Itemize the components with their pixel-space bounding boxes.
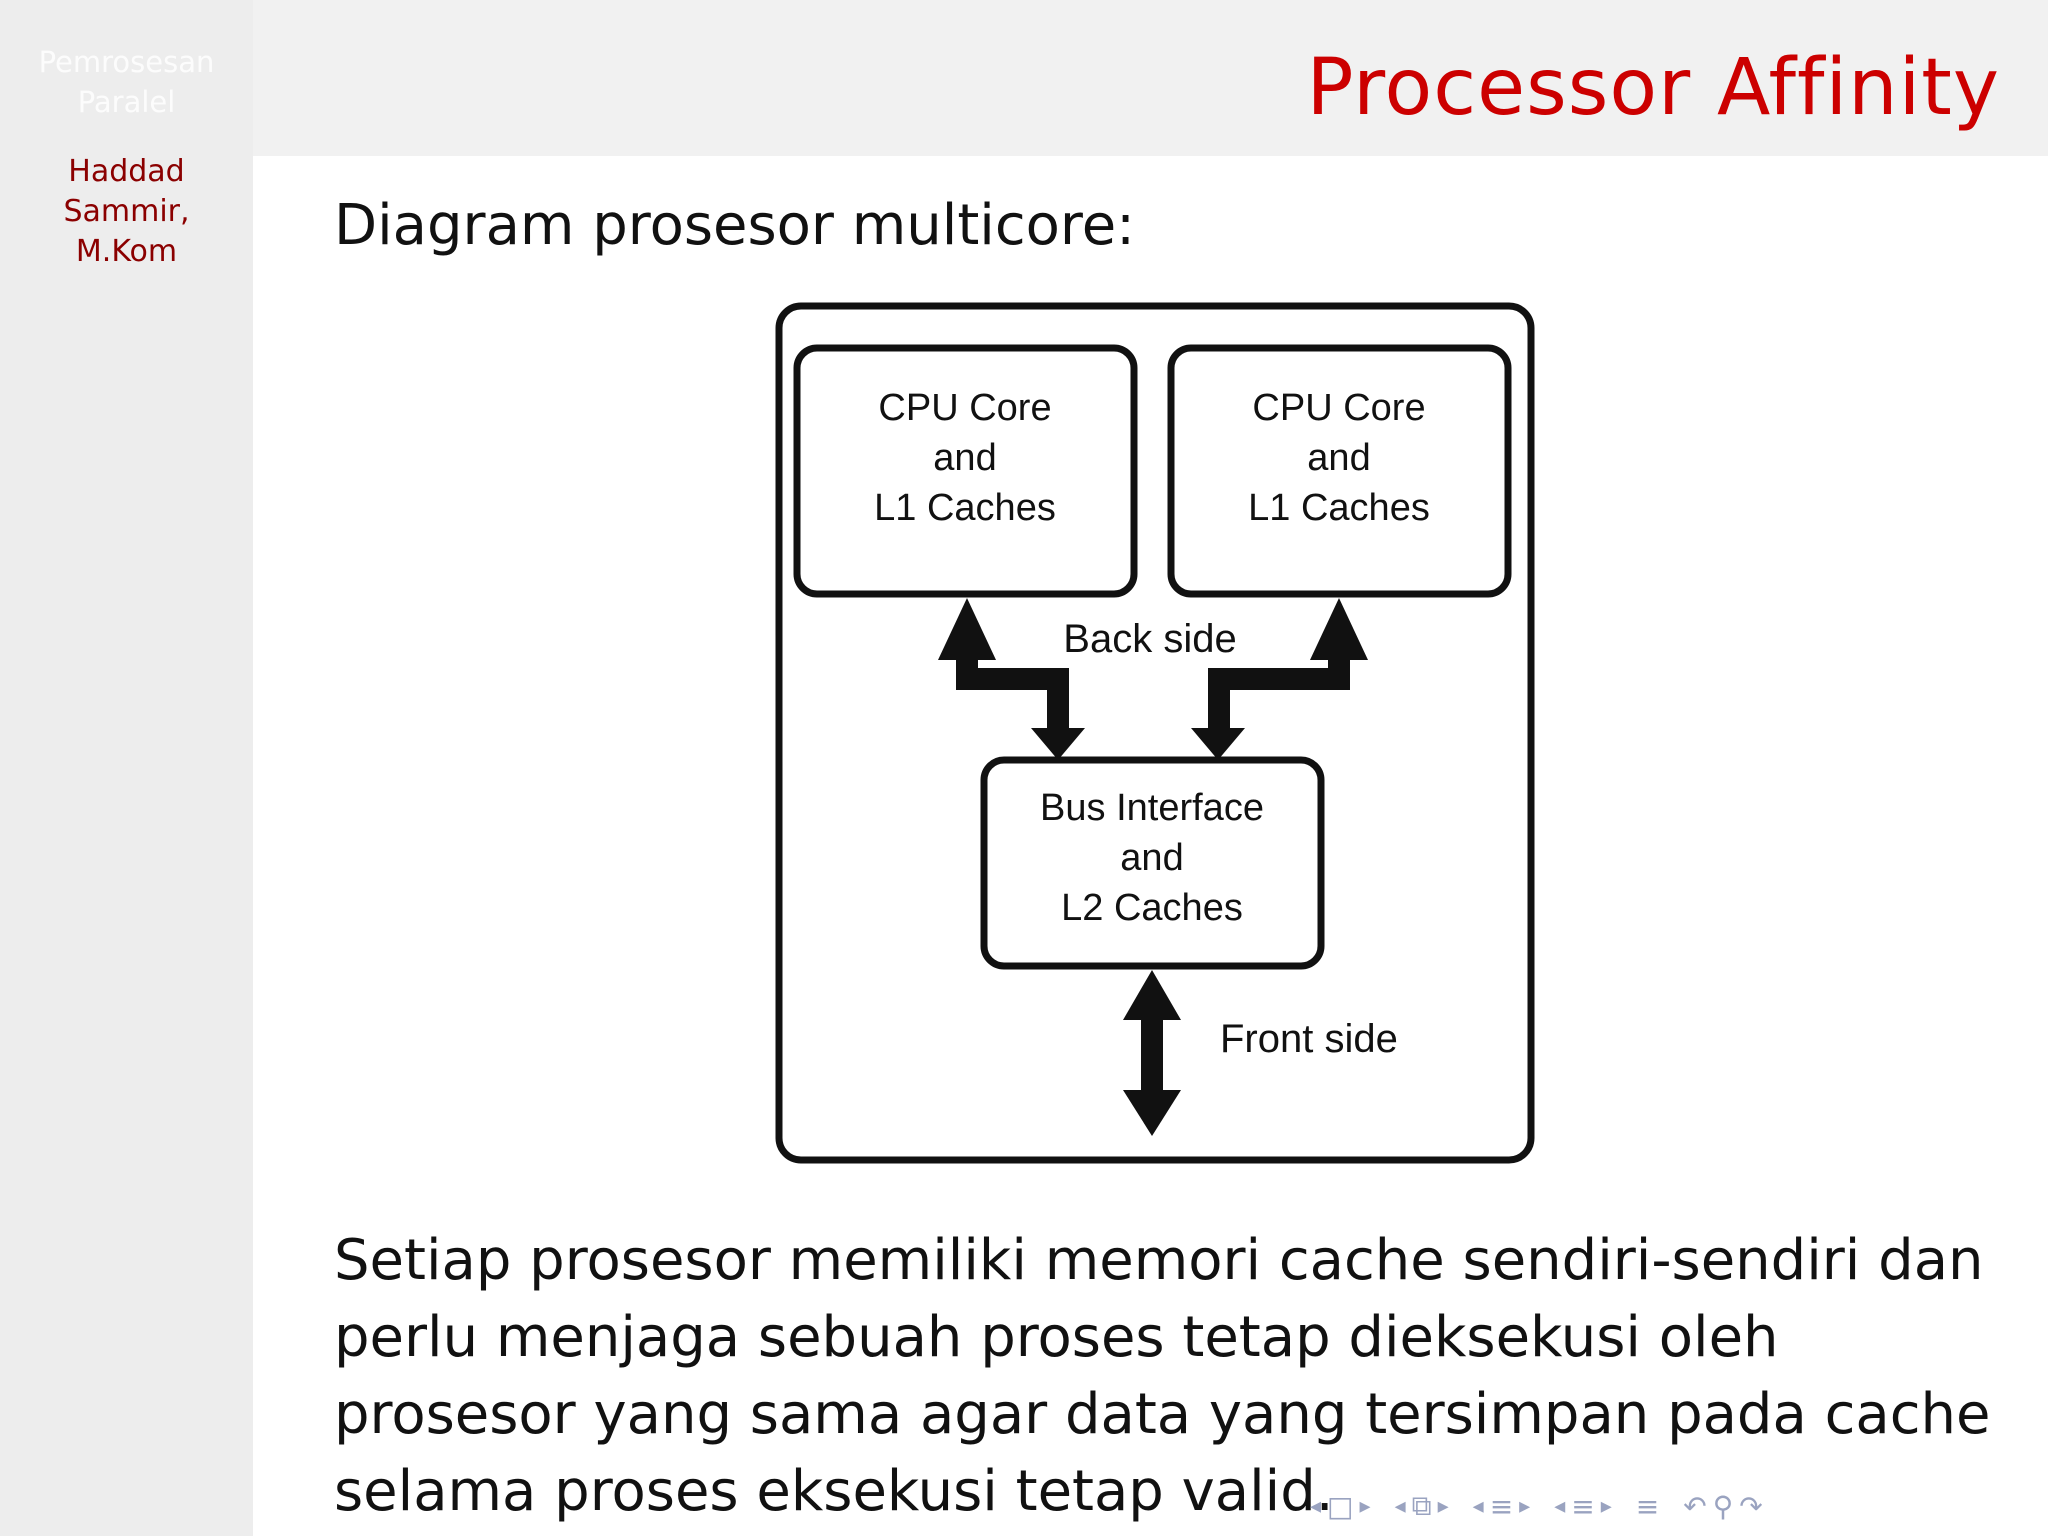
body-paragraph: Setiap prosesor memiliki memori cache se… [334, 1228, 1991, 1524]
back-side-arrow-right [1191, 598, 1368, 760]
sidebar-title-line: Paralel [77, 85, 176, 119]
nav-prev-icon[interactable]: ◂ [1310, 1493, 1322, 1519]
nav-next-icon[interactable]: ▸ [1519, 1493, 1531, 1519]
author-line: Sammir, [63, 194, 190, 229]
bus-interface-line1: Bus Interface [1040, 787, 1264, 829]
nav-subsection-icon[interactable]: ⧉ [1411, 1489, 1432, 1522]
sidebar: Pemrosesan Paralel Haddad Sammir, M.Kom [0, 0, 253, 1536]
nav-frame-group[interactable]: ◂ □ ▸ [1310, 1490, 1371, 1523]
multicore-diagram: CPU Core and L1 Caches CPU Core and L1 C… [775, 302, 1535, 1164]
cpu-core-1-box [793, 344, 1138, 598]
sidebar-presentation-title[interactable]: Pemrosesan Paralel [0, 42, 253, 122]
back-side-arrow-left [938, 598, 1085, 760]
nav-next-icon[interactable]: ▸ [1359, 1493, 1371, 1519]
nav-subsection-group[interactable]: ◂ ⧉ ▸ [1395, 1489, 1449, 1523]
cpu-core-2-box [1167, 344, 1512, 598]
nav-frame-icon[interactable]: □ [1327, 1489, 1354, 1523]
intro-text: Diagram prosesor multicore: [334, 193, 1136, 258]
nav-document-group[interactable]: ≡ [1636, 1490, 1659, 1523]
nav-prev-icon[interactable]: ◂ [1554, 1493, 1566, 1519]
cpu-core-1-line1: CPU Core [878, 387, 1051, 429]
bus-interface-line2: and [1120, 837, 1183, 879]
cpu-core-2-line3: L1 Caches [1248, 487, 1430, 529]
nav-subsection-list-icon[interactable]: ≡ [1571, 1489, 1595, 1523]
nav-redo-icon[interactable]: ↷ [1739, 1489, 1763, 1523]
front-side-label: Front side [1220, 1017, 1398, 1061]
nav-search-icon[interactable]: ⚲ [1712, 1489, 1734, 1523]
cpu-core-2-line1: CPU Core [1252, 387, 1425, 429]
cpu-core-1-line2: and [933, 437, 996, 479]
bus-interface-line3: L2 Caches [1061, 887, 1243, 929]
nav-undo-icon[interactable]: ↶ [1683, 1489, 1707, 1523]
cpu-core-1-line3: L1 Caches [874, 487, 1056, 529]
nav-prev-icon[interactable]: ◂ [1394, 1493, 1406, 1519]
author-line: M.Kom [75, 234, 178, 269]
nav-prev-icon[interactable]: ◂ [1472, 1493, 1484, 1519]
front-side-arrow [1123, 970, 1181, 1136]
beamer-navigation-bar: ◂ □ ▸ ◂ ⧉ ▸ ◂ ≡ ▸ ◂ ≡ ▸ ≡ ↶ ⚲ ↷ [1310, 1488, 1781, 1524]
nav-next-icon[interactable]: ▸ [1600, 1493, 1612, 1519]
cpu-core-2-line2: and [1307, 437, 1370, 479]
sidebar-author[interactable]: Haddad Sammir, M.Kom [0, 152, 253, 272]
bus-interface-box [980, 756, 1325, 970]
back-side-label: Back side [1063, 617, 1236, 661]
nav-section-icon[interactable]: ≡ [1489, 1489, 1514, 1523]
nav-search-group[interactable]: ↶ ⚲ ↷ [1683, 1490, 1762, 1523]
frame-title: Processor Affinity [1306, 43, 2000, 133]
nav-section-group[interactable]: ◂ ≡ ▸ [1473, 1490, 1531, 1523]
frame-title-bar: Processor Affinity [253, 0, 2048, 156]
nav-subsection-list-group[interactable]: ◂ ≡ ▸ [1554, 1490, 1612, 1523]
sidebar-title-line: Pemrosesan [38, 45, 215, 79]
author-line: Haddad [68, 154, 185, 189]
nav-document-icon[interactable]: ≡ [1635, 1489, 1660, 1523]
nav-next-icon[interactable]: ▸ [1437, 1493, 1449, 1519]
